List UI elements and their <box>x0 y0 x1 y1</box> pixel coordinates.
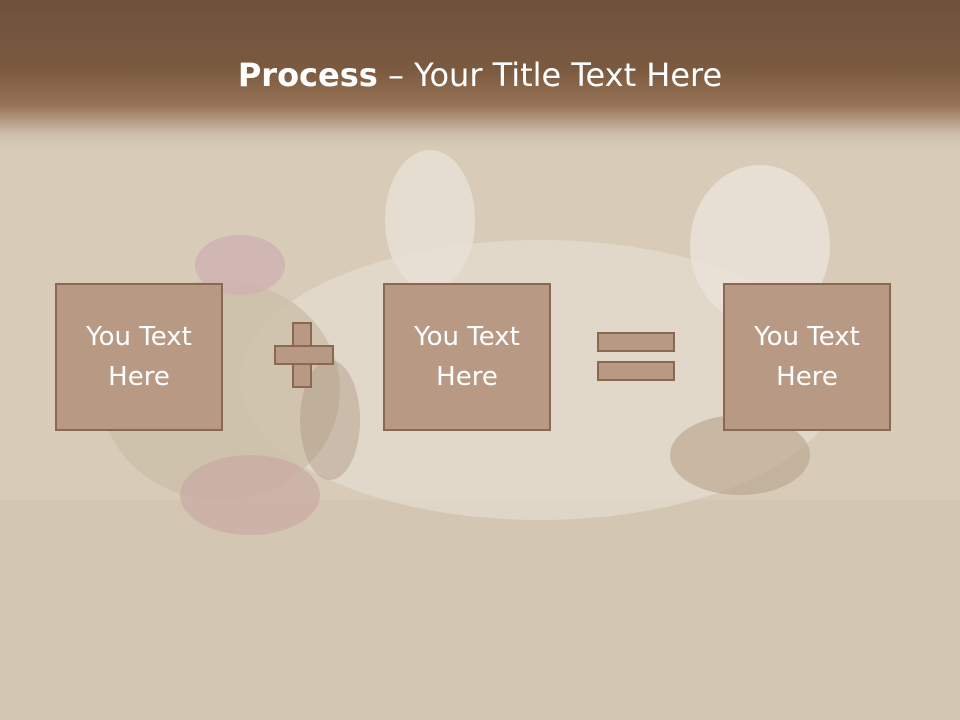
page-title: Process – Your Title Text Here <box>0 55 960 95</box>
process-box-2[interactable]: You Text Here <box>383 283 551 431</box>
process-box-3[interactable]: You Text Here <box>723 283 891 431</box>
title-rest: – Your Title Text Here <box>377 56 723 94</box>
title-bold: Process <box>237 56 378 94</box>
title-bar <box>0 0 960 150</box>
process-box-1[interactable]: You Text Here <box>55 283 223 431</box>
